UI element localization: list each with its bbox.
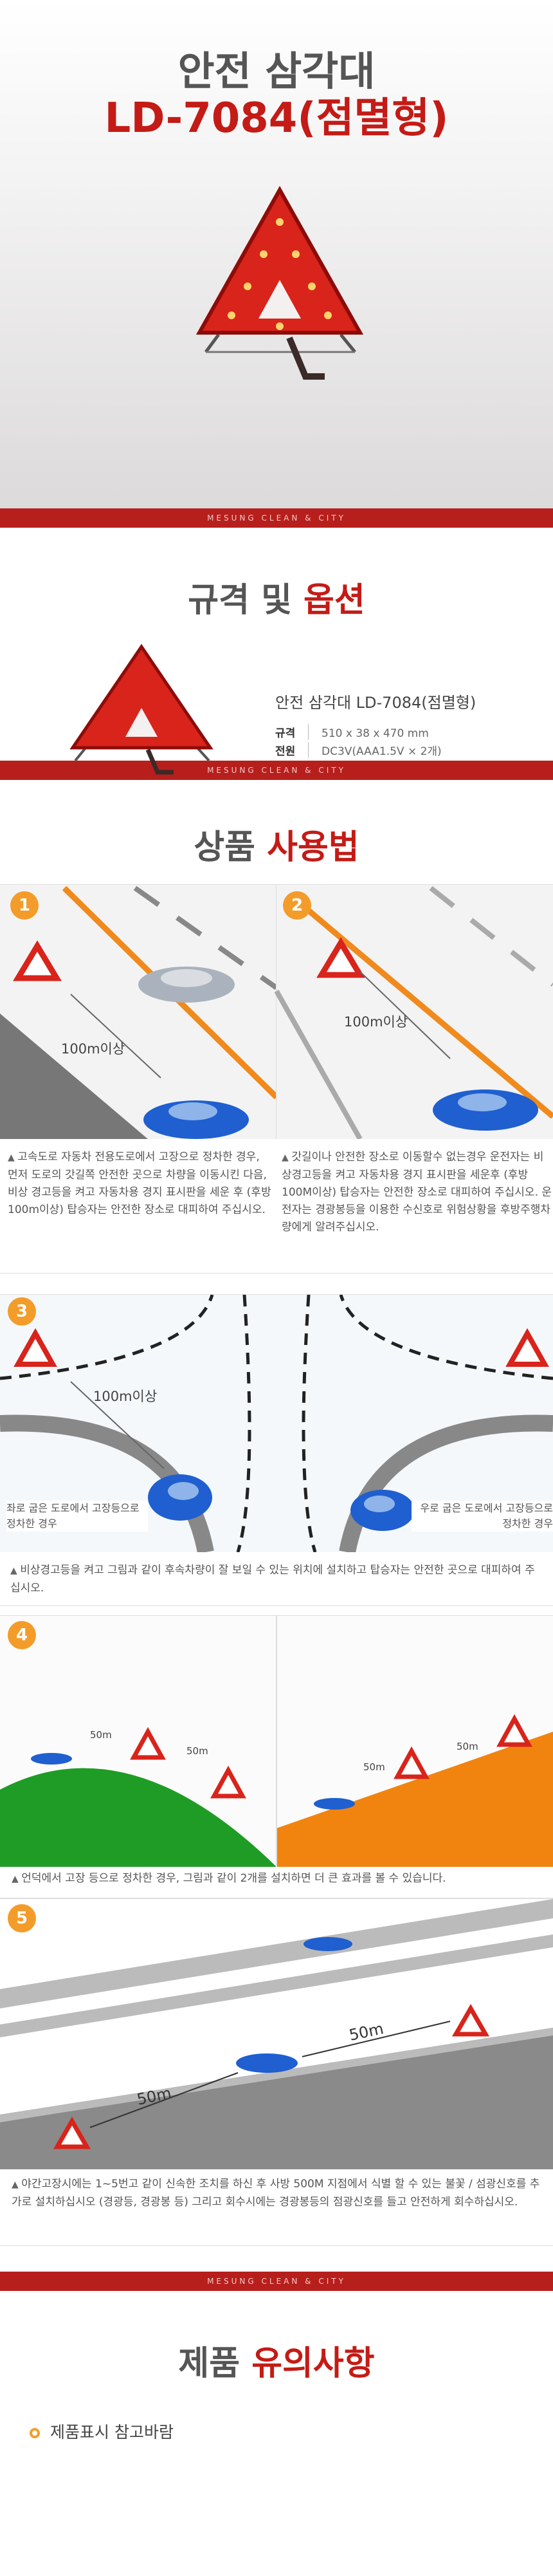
- step-number: 2: [283, 891, 311, 920]
- usage-step-3: 100m이상 3 좌로 굽은 도로에서 고장등으로 정차한 경우 우로 굽은 도…: [0, 1294, 553, 1606]
- distance-label: 100m이상: [61, 1041, 125, 1057]
- svg-text:50m: 50m: [186, 1745, 208, 1757]
- left-curve-label: 좌로 굽은 도로에서 고장등으로 정차한 경우: [6, 1501, 148, 1532]
- step-number: 3: [8, 1297, 36, 1326]
- warning-triangle-image: [195, 185, 364, 380]
- step-number: 5: [8, 1904, 36, 1932]
- hero-model: LD-7084(점멸형): [104, 95, 449, 142]
- bullet-icon: [30, 2428, 40, 2438]
- right-curve-label: 우로 굽은 도로에서 고장등으로 정차한 경우: [412, 1501, 553, 1532]
- svg-text:100m이상: 100m이상: [93, 1389, 157, 1404]
- svg-text:50m: 50m: [90, 1729, 112, 1741]
- hero-section: 안전 삼각대 LD-7084(점멸형): [0, 0, 553, 508]
- step-number: 1: [10, 891, 39, 920]
- usage-step-1-2: 100m이상 100m이상 1 2 ▲ 고속도로 자동차 전용도로에서 고장으로…: [0, 884, 553, 1274]
- product-thumbnail: [69, 644, 213, 775]
- note-triangle-icon: ▲: [10, 1566, 21, 1576]
- brand-band: MESUNG CLEAN & CITY: [0, 508, 553, 528]
- brand-band: MESUNG CLEAN & CITY: [0, 761, 553, 780]
- caution-list-item: 제품표시 참고바람: [30, 2420, 174, 2443]
- caution-heading: 제품 유의사항: [178, 2344, 375, 2383]
- step-number: 4: [8, 1621, 36, 1649]
- caution-section: 제품 유의사항 제품표시 참고바람: [0, 2291, 553, 2458]
- usage-step-4: 50m 50m 50m 50m 4 ▲ 언덕에서 고장 등으로 정차한 경우, …: [0, 1615, 553, 1898]
- step-caption: ▲ 야간고장시에는 1~5번고 같이 신속한 조치를 하신 후 사방 500M …: [12, 2178, 540, 2209]
- usage-heading: 상품 사용법: [194, 828, 359, 867]
- spec-heading: 규격 및 옵션: [188, 581, 365, 620]
- usage-step-5: 50m 50m 5 ▲ 야간고장시에는 1~5번고 같이 신속한 조치를 하신 …: [0, 1898, 553, 2246]
- svg-text:50m: 50m: [363, 1761, 385, 1773]
- brand-band: MESUNG CLEAN & CITY: [0, 2272, 553, 2291]
- svg-text:50m: 50m: [457, 1741, 478, 1752]
- note-triangle-icon: ▲: [12, 1874, 22, 1884]
- highway-illustration: 100m이상 100m이상: [0, 885, 553, 1139]
- note-triangle-icon: ▲: [282, 1153, 292, 1163]
- note-triangle-icon: ▲: [12, 2180, 22, 2190]
- night-road-illustration: 50m 50m: [0, 1899, 553, 2169]
- step-caption: ▲ 언덕에서 고장 등으로 정차한 경우, 그림과 같이 2개를 설치하면 더 …: [12, 1872, 446, 1885]
- hero-title: 안전 삼각대: [177, 48, 376, 95]
- step-caption: ▲ 갓길이나 안전한 장소로 이동할수 없는경우 운전자는 비상경고등을 켜고 …: [282, 1151, 552, 1234]
- step-caption: ▲ 비상경고등을 켜고 그림과 같이 후속차량이 잘 보일 수 있는 위치에 설…: [10, 1564, 535, 1595]
- step-caption: ▲ 고속도로 자동차 전용도로에서 고장으로 정차한 경우, 먼저 도로의 갓길…: [8, 1151, 271, 1216]
- hill-illustration: 50m 50m 50m 50m: [0, 1616, 553, 1867]
- distance-label: 100m이상: [344, 1014, 408, 1030]
- note-triangle-icon: ▲: [8, 1153, 18, 1163]
- product-name: 안전 삼각대 LD-7084(점멸형): [275, 694, 476, 712]
